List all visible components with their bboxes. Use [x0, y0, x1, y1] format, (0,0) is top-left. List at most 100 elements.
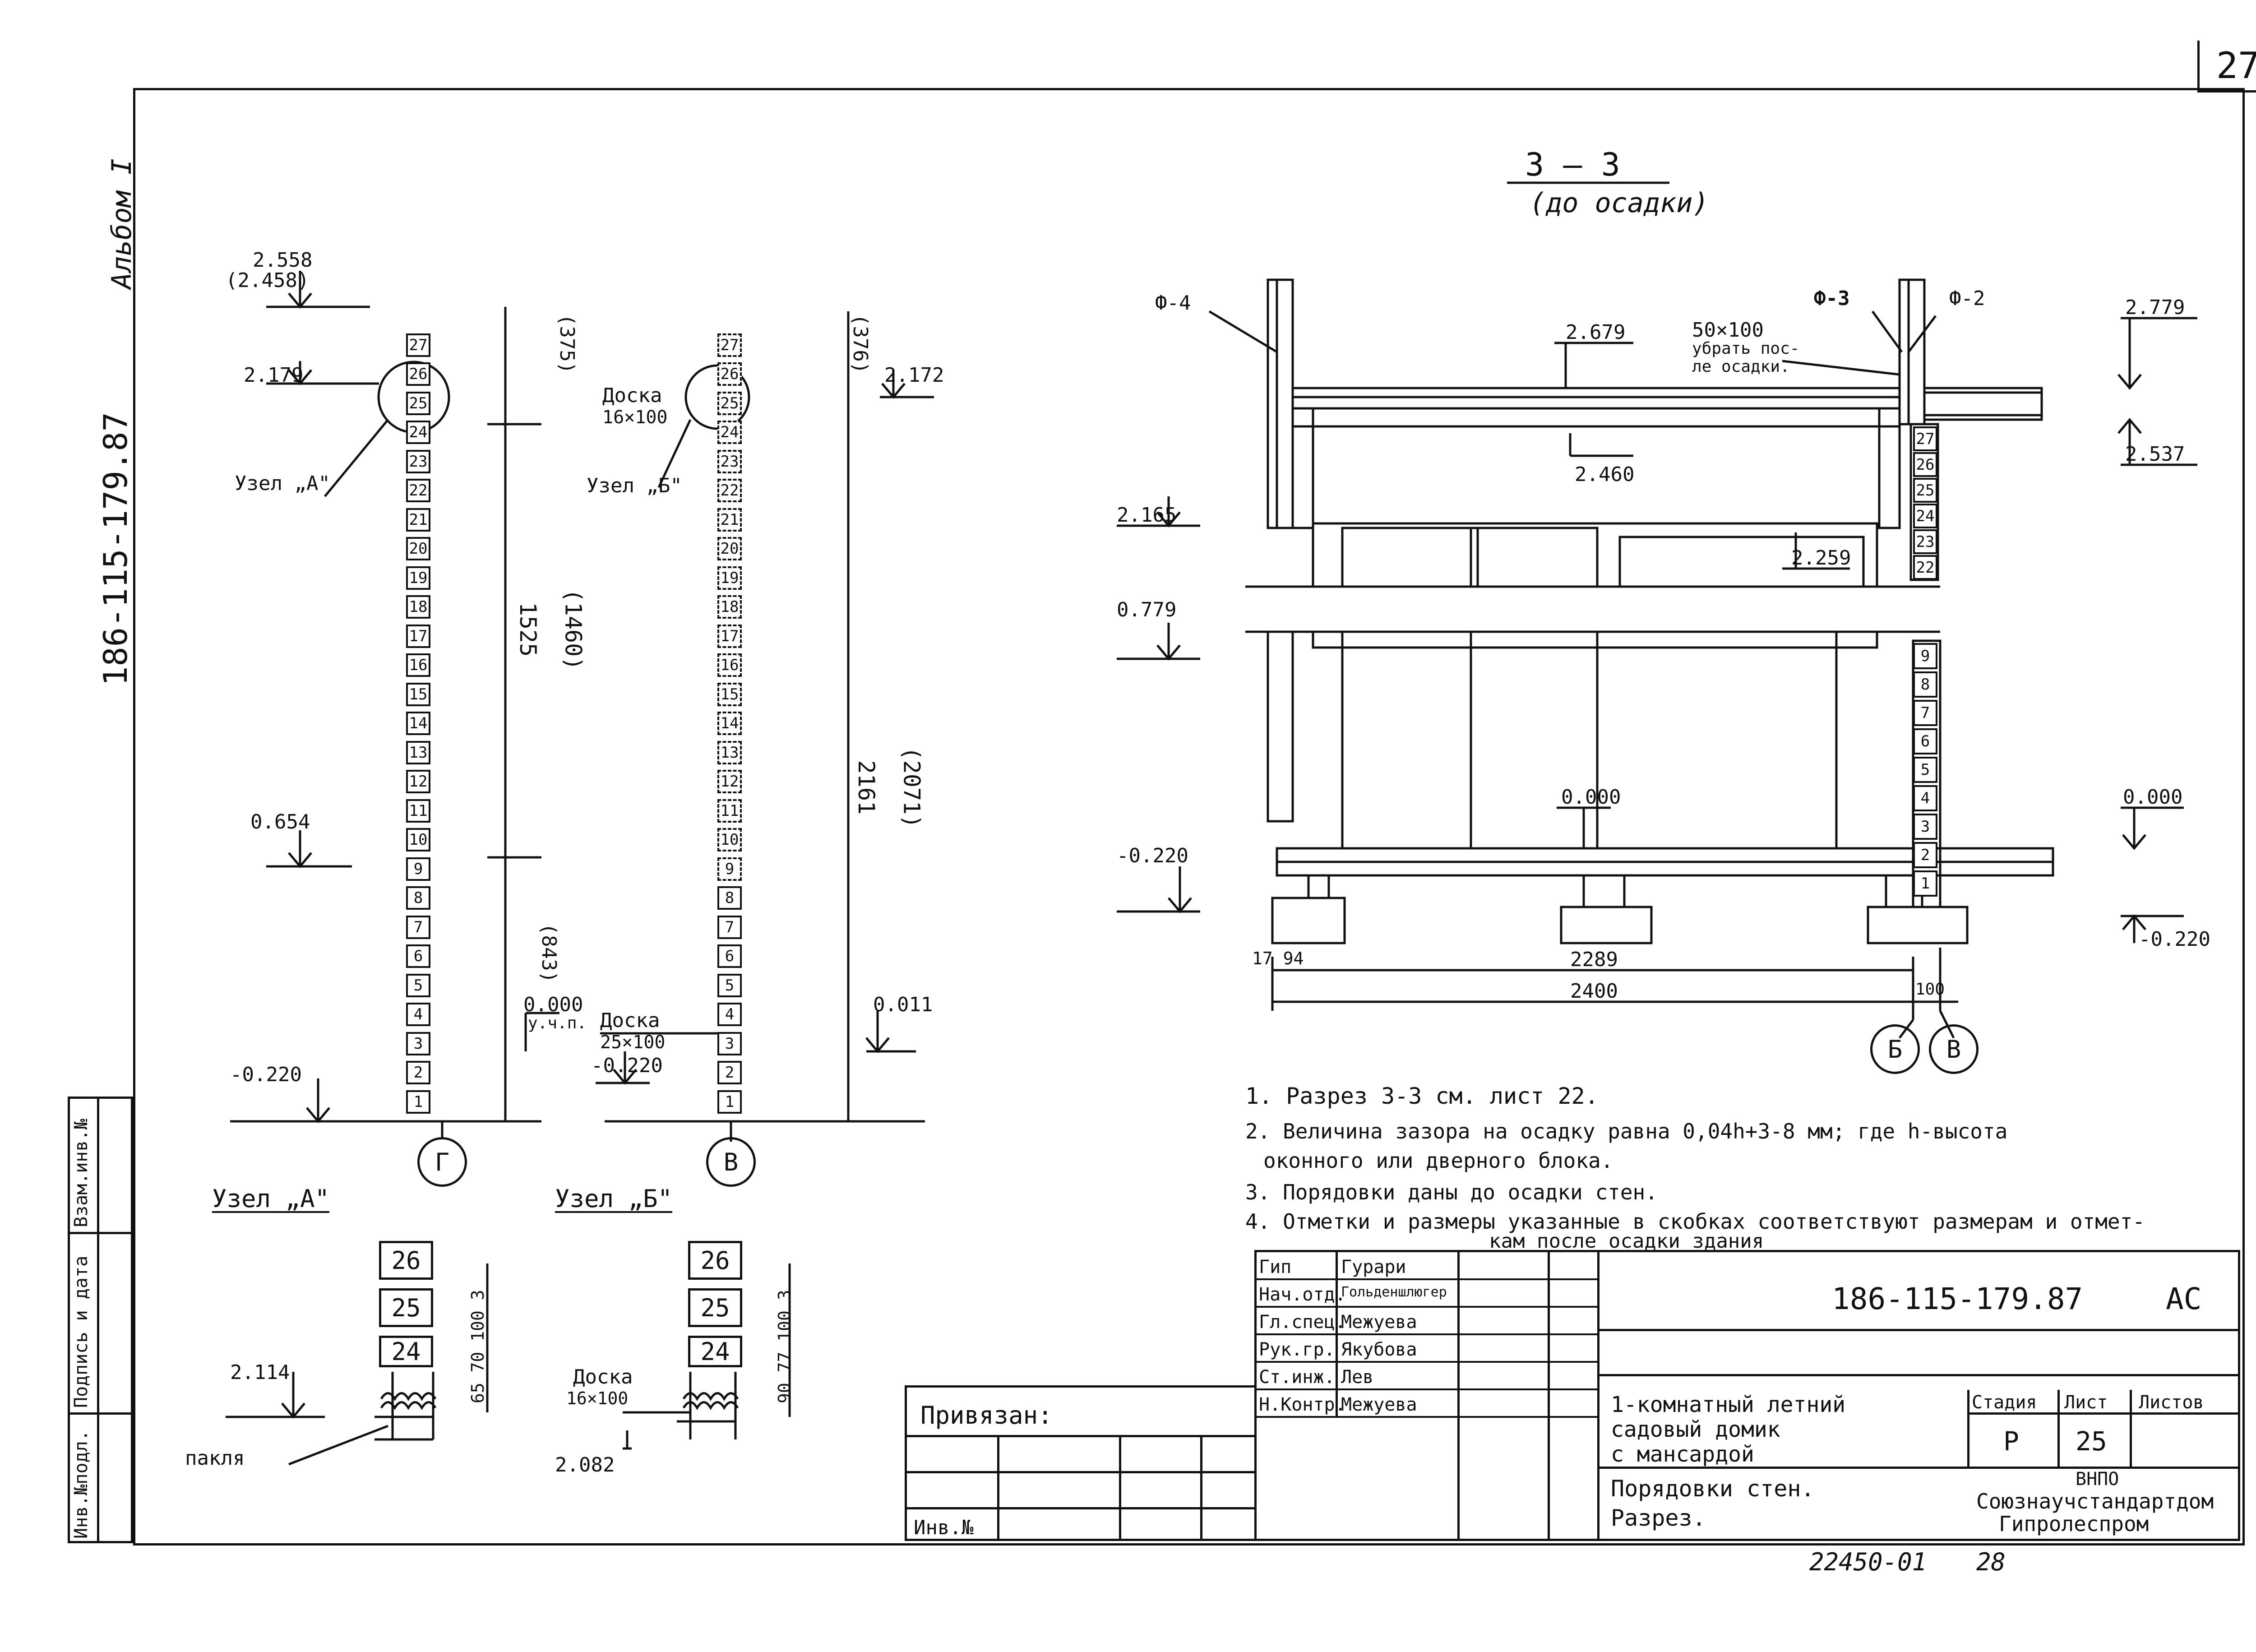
node-b-brick-24: 24: [688, 1336, 742, 1367]
elev-0000-right: 0.000: [2123, 786, 2183, 809]
node-b-dims: 90 77 100 3: [775, 1290, 795, 1403]
wall-v-brick: 15: [717, 682, 742, 706]
wall-g-brick: 2: [406, 1061, 430, 1084]
section-upper-brick: 23: [1913, 529, 1937, 554]
note-4-cont: кам после осадки здания: [1489, 1230, 1764, 1253]
dim-2400: 2400: [1570, 980, 1618, 1003]
note-3: 3. Порядовки даны до осадки стен.: [1245, 1180, 1658, 1204]
wall-v-brick: 19: [717, 566, 742, 590]
dim-1525: 1525: [515, 602, 541, 657]
tb-sheets-header: Листов: [2139, 1392, 2204, 1413]
node-a-dims: 65 70 100 3: [468, 1290, 488, 1403]
wall-g-brick: 13: [406, 740, 430, 764]
wall-v-brick: 2: [717, 1061, 742, 1084]
beam-note-line2: убрать пос-: [1692, 339, 1800, 358]
footer-number: 22450-01: [1809, 1548, 1927, 1576]
tb-sheet-title-2: Разрез.: [1611, 1505, 1706, 1531]
axis-v-left: В: [706, 1137, 756, 1187]
elev-2537: 2.537: [2125, 443, 2185, 466]
dim-375: (375): [555, 314, 579, 374]
wall-g-brick: 25: [406, 391, 430, 415]
note-2: 2. Величина зазора на осадку равна 0,04h…: [1245, 1119, 2008, 1143]
sheet-number: 27: [2197, 41, 2256, 93]
wall-v-brick: 8: [717, 886, 742, 910]
dim-843: (843): [537, 923, 561, 983]
tb-role: Ст.инж.: [1259, 1367, 1335, 1388]
tb-name: Гурари: [1341, 1257, 1406, 1277]
wall-v-brick: 13: [717, 740, 742, 764]
elev-2779: 2.779: [2125, 296, 2185, 319]
wall-g-brick: 1: [406, 1090, 430, 1114]
node-b-title: Узел „Б": [555, 1185, 673, 1213]
elev-2558: 2.558: [253, 249, 313, 272]
wall-v-brick: 10: [717, 828, 742, 851]
tb-name: Межуева: [1341, 1312, 1417, 1333]
elev-2460: 2.460: [1575, 463, 1635, 486]
node-a-pakla: пакля: [185, 1447, 245, 1470]
side-stamp: [68, 1097, 133, 1543]
wall-g-brick: 9: [406, 857, 430, 881]
wall-g-brick: 5: [406, 973, 430, 997]
dim-2161: 2161: [853, 760, 880, 815]
node-b-brick-26: 26: [688, 1241, 742, 1280]
tb-sheet: 25: [2076, 1426, 2107, 1457]
elev-0011: 0.011: [873, 993, 933, 1016]
elev-0654: 0.654: [250, 810, 310, 833]
board-top-label: Доска: [602, 384, 662, 407]
elev-minus-0220-right: -0.220: [2139, 928, 2210, 951]
elev-minus-0220-g: -0.220: [230, 1063, 302, 1086]
wall-v-brick: 17: [717, 624, 742, 648]
elev-2679: 2.679: [1566, 321, 1626, 344]
dim-376: (376): [849, 314, 872, 374]
wall-g-brick: 10: [406, 828, 430, 851]
wall-g-brick: 4: [406, 1003, 430, 1026]
section-lower-brick: 2: [1913, 842, 1937, 868]
elev-2259: 2.259: [1791, 546, 1851, 569]
elev-0000-mid: 0.000: [1561, 786, 1621, 809]
node-a-elev: 2.114: [230, 1361, 290, 1384]
tb-project-1: 1-комнатный летний: [1611, 1392, 1846, 1417]
node-b-board-size: 16×100: [566, 1388, 629, 1408]
section-upper-brick: 25: [1913, 478, 1937, 503]
wall-g-brick: 23: [406, 449, 430, 473]
label-f2: Ф-2: [1949, 287, 1985, 310]
wall-g-brick: 11: [406, 799, 430, 823]
beam-note-size: 50×100: [1692, 319, 1764, 342]
wall-v-brick: 9: [717, 857, 742, 881]
wall-g-brick: 14: [406, 712, 430, 735]
wall-v-brick: 14: [717, 712, 742, 735]
wall-g-brick: 26: [406, 362, 430, 386]
section-upper-brick: 26: [1913, 452, 1937, 477]
tb-org-1: ВНПО: [2076, 1469, 2119, 1490]
board-top-size: 16×100: [602, 407, 668, 428]
label-f3: Ф-3: [1814, 287, 1850, 310]
label-f4: Ф-4: [1155, 292, 1191, 315]
dim-100: 100: [1915, 980, 1945, 999]
tb-doc-code: 186-115-179.87: [1832, 1282, 2083, 1316]
wall-v-brick: 3: [717, 1032, 742, 1055]
wall-g-brick: 8: [406, 886, 430, 910]
elev-2172: 2.172: [884, 364, 944, 387]
wall-g-brick: 6: [406, 944, 430, 968]
dim-2289: 2289: [1570, 948, 1618, 971]
tb-stage-header: Стадия: [1972, 1392, 2037, 1413]
tb-project-3: с мансардой: [1611, 1442, 1754, 1467]
wall-v-brick: 27: [717, 333, 742, 357]
elev-zero-note: у.ч.п.: [528, 1014, 587, 1032]
tb-name: Межуева: [1341, 1394, 1417, 1415]
wall-v-brick: 21: [717, 508, 742, 532]
dim-17-94: 17 94: [1252, 949, 1304, 968]
tb-stage: Р: [2003, 1426, 2019, 1457]
node-a-title: Узел „А": [212, 1185, 330, 1213]
wall-g-brick: 21: [406, 508, 430, 532]
tb-name: Гольденшлюгер: [1341, 1284, 1447, 1300]
axis-g: Г: [417, 1137, 467, 1187]
wall-v-brick: 24: [717, 421, 742, 444]
privyazan-block: [905, 1385, 1257, 1541]
elev-minus-0220-v: -0.220: [591, 1054, 663, 1077]
tb-sheet-header: Лист: [2064, 1392, 2108, 1413]
section-lower-brick: 4: [1913, 785, 1937, 811]
wall-g-brick: 22: [406, 479, 430, 502]
tb-role: Н.Контр.: [1259, 1394, 1346, 1415]
